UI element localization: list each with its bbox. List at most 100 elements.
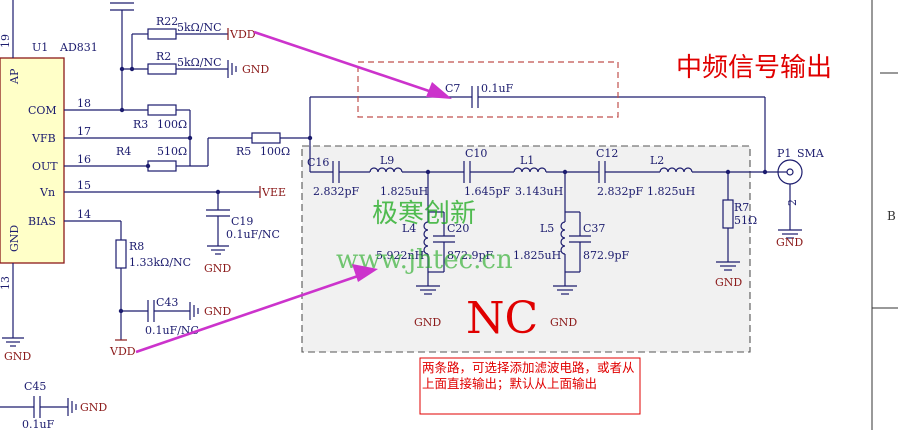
- l9-ref: L9: [380, 154, 394, 167]
- c43-ref: C43: [156, 296, 178, 309]
- c20-value: 872.9pF: [447, 249, 494, 262]
- gnd-label: GND: [715, 276, 742, 289]
- c10-ref: C10: [465, 147, 487, 160]
- c37-value: 872.9pF: [583, 249, 630, 262]
- l5-ref: L5: [540, 222, 554, 235]
- c20-ref: C20: [447, 222, 469, 235]
- sma-connector-p1: P1 SMA 2 GND: [776, 147, 825, 249]
- c43-value: 0.1uF/NC: [145, 324, 199, 337]
- ic-ref: U1: [32, 41, 48, 54]
- c7-ref: C7: [445, 82, 460, 95]
- r5-value: 100Ω: [260, 145, 290, 158]
- r22-value: 5kΩ/NC: [177, 21, 222, 34]
- pin-19-num: 19: [0, 34, 12, 48]
- resistor-r3: [147, 104, 177, 116]
- pin-14-name: BIAS: [28, 215, 56, 228]
- inductor-l2: [659, 167, 693, 173]
- gnd-label: GND: [204, 305, 231, 318]
- c19-ref: C19: [231, 215, 253, 228]
- ic-part: AD831: [59, 41, 98, 54]
- r2-ref: R2: [156, 50, 171, 63]
- pin-13-name: GND: [8, 225, 21, 252]
- l1-ref: L1: [520, 154, 534, 167]
- r22-ref: R22: [156, 15, 178, 28]
- vee-label: VEE: [261, 186, 286, 199]
- l2-ref: L2: [650, 154, 664, 167]
- l2-value: 1.825uH: [647, 185, 695, 198]
- junction: [129, 66, 135, 72]
- filter-nc-box: [301, 145, 751, 353]
- gnd-label: GND: [414, 316, 441, 329]
- p1-type: SMA: [797, 147, 825, 160]
- ic-body: [0, 57, 65, 264]
- watermark-name: 极寒创新: [372, 199, 476, 229]
- pin-18-num: 18: [77, 97, 91, 110]
- arrow-to-filter-path: [135, 264, 378, 354]
- pin-18-name: COM: [28, 104, 57, 117]
- r7-value: 51Ω: [734, 214, 757, 227]
- junction: [119, 66, 125, 72]
- nc-label: NC: [466, 293, 538, 344]
- gnd-label: GND: [242, 63, 269, 76]
- arrow-to-direct-path: [253, 30, 452, 99]
- c37-ref: C37: [583, 222, 605, 235]
- inductor-l4: [423, 221, 429, 255]
- inductor-l1: [513, 167, 547, 173]
- l4-ref: L4: [402, 222, 416, 235]
- l4-value: 5.922nH: [376, 249, 424, 262]
- vdd-label-bottom: VDD: [109, 345, 136, 358]
- r3-ref: R3: [133, 118, 148, 131]
- c7-value: 0.1uF: [481, 82, 514, 95]
- note-foreign: 两条路，可选择添加滤波电路，或者从上面直接输出；默认从上面输出: [422, 360, 635, 391]
- gnd-r2: GND: [227, 60, 269, 78]
- inductor-l5: [560, 221, 566, 255]
- vdd-label-top: VDD: [229, 28, 256, 41]
- p1-pin2: 2: [786, 199, 799, 206]
- pin-15-num: 15: [77, 179, 91, 192]
- junction: [187, 135, 193, 141]
- gnd-label: GND: [4, 350, 31, 363]
- c12-ref: C12: [596, 147, 618, 160]
- c19-value: 0.1uF/NC: [226, 228, 280, 241]
- gnd-l5-c37: GND: [550, 285, 577, 329]
- c16-value: 2.832pF: [313, 185, 360, 198]
- resistor-r8: [115, 239, 127, 269]
- c16-ref: C16: [307, 156, 329, 169]
- resistor-r4: [147, 160, 177, 172]
- l9-value: 1.825uH: [380, 185, 428, 198]
- c45-ref: C45: [24, 380, 46, 393]
- direct-path-box: [357, 61, 619, 118]
- note-text: 两条路，可选择添加滤波电路，或者从上面直接输出；默认从上面输出: [422, 360, 635, 391]
- gnd-label: GND: [204, 262, 231, 275]
- pin-13-num: 13: [0, 276, 12, 290]
- resistor-r2: [147, 63, 177, 75]
- inductor-l9: [369, 167, 403, 173]
- r4-ref: R4: [116, 145, 131, 158]
- ic-u1: U1 AD831 19 AP 18 COM 17 VFB 16 OUT 15 V…: [0, 30, 260, 338]
- gnd-c43: GND: [189, 302, 231, 320]
- c10-value: 1.645pF: [464, 185, 511, 198]
- pin-16-num: 16: [77, 153, 91, 166]
- r2-value: 5kΩ/NC: [177, 56, 222, 69]
- resistor-r22: [147, 28, 177, 40]
- junction: [762, 169, 768, 175]
- r3-value: 100Ω: [157, 118, 187, 131]
- pin-16-name: OUT: [32, 160, 58, 173]
- gnd-l4-c20: GND: [414, 285, 441, 329]
- gnd-label: GND: [550, 316, 577, 329]
- gnd-pin13: GND: [2, 337, 31, 363]
- section-title: 中频信号输出: [676, 53, 832, 83]
- pin-17-name: VFB: [31, 132, 56, 145]
- r8-ref: R8: [129, 240, 144, 253]
- gnd-label: GND: [80, 401, 107, 414]
- c12-value: 2.832pF: [597, 185, 644, 198]
- resistor-r5: [251, 132, 281, 144]
- pin-19-name: AP: [8, 68, 21, 85]
- l1-value: 3.143uH: [515, 185, 563, 198]
- pin-17-num: 17: [77, 125, 91, 138]
- r4-value: 510Ω: [157, 145, 187, 158]
- gnd-label: GND: [776, 236, 803, 249]
- gnd-r7: GND: [715, 261, 742, 289]
